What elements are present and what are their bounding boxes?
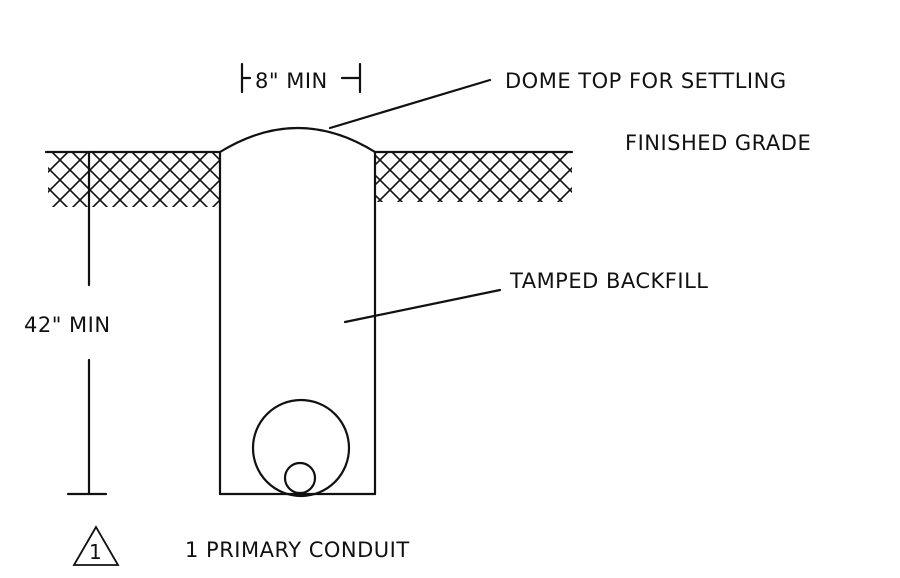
tamped-backfill-note: TAMPED BACKFILL — [509, 269, 708, 293]
primary-conduit-note: 1 PRIMARY CONDUIT — [185, 538, 410, 562]
dome-top — [218, 126, 377, 154]
dome-leader — [328, 78, 492, 130]
revision-triangle-icon — [72, 525, 120, 566]
dome-top-note: DOME TOP FOR SETTLING — [505, 69, 787, 93]
soil-hatch-right — [375, 152, 572, 202]
width-dimension-label: 8" MIN — [255, 69, 328, 93]
backfill-leader — [343, 288, 502, 324]
conduit-small — [283, 461, 317, 495]
revision-marker-number: 1 — [89, 540, 102, 564]
soil-hatch-left — [48, 152, 220, 207]
depth-dimension-label: 42" MIN — [24, 313, 111, 337]
conduit-large — [251, 398, 351, 498]
finished-grade-note: FINISHED GRADE — [625, 131, 811, 155]
